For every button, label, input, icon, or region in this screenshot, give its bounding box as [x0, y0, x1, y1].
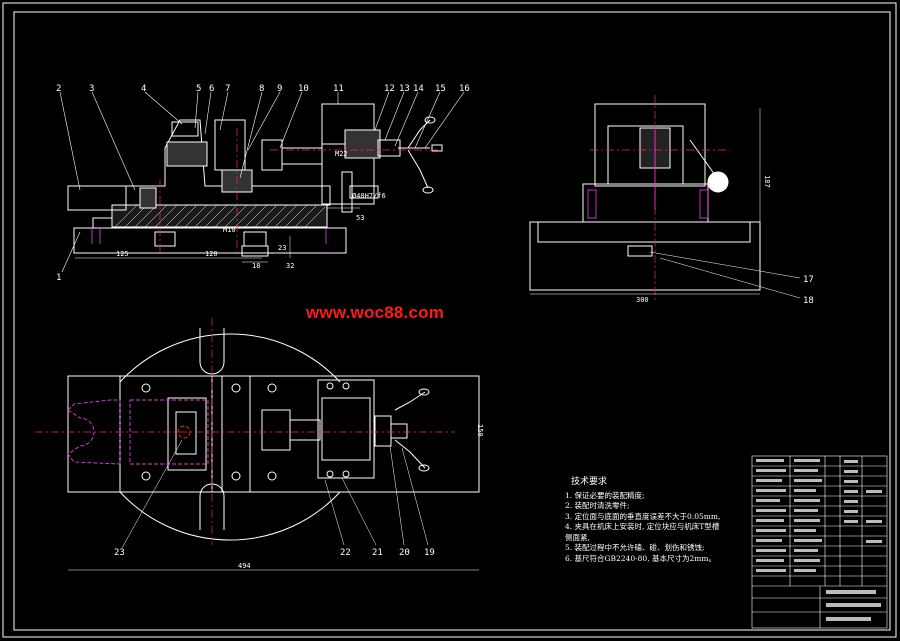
- part-label: 15: [435, 84, 446, 94]
- knob: [707, 171, 729, 193]
- watermark-text: www.woc88.com: [306, 303, 445, 322]
- part-label: 7: [225, 84, 230, 94]
- part-label: 1: [56, 273, 61, 283]
- part-label: 21: [372, 548, 383, 558]
- part-label: 23: [114, 548, 125, 558]
- dim-53: 53: [356, 214, 364, 222]
- dim-150: 150: [476, 424, 484, 437]
- side-view: [529, 103, 761, 291]
- dim-m22: M22: [335, 150, 348, 158]
- tech-req-item: 1. 保证必要的装配精度;: [565, 490, 645, 500]
- dim-125: 125: [116, 250, 129, 258]
- part-label: 22: [340, 548, 351, 558]
- title-block: [751, 455, 888, 629]
- part-label: 8: [259, 84, 264, 94]
- dim-18: 18: [252, 262, 260, 270]
- dim-187: 187: [763, 175, 771, 188]
- part-label: 20: [399, 548, 410, 558]
- part-label: 5: [196, 84, 201, 94]
- dim-23: 23: [278, 244, 286, 252]
- technical-requirements: 技术要求 1. 保证必要的装配精度; 2. 装配时清洗零件; 3. 定位面与底面…: [565, 477, 755, 564]
- tech-req-item: 5. 装配过程中不允许磕、碰、划伤和锈蚀;: [565, 543, 705, 552]
- dim-300: 300: [636, 296, 649, 304]
- part-label: 17: [803, 275, 814, 285]
- dim-494: 494: [238, 562, 251, 570]
- part-label: 6: [209, 84, 214, 94]
- part-label: 18: [803, 296, 814, 306]
- tech-req-item: 2. 装配时清洗零件;: [565, 501, 630, 510]
- dim-32: 32: [286, 262, 294, 270]
- dim-120: 120: [205, 250, 218, 258]
- part-label: 13: [399, 84, 410, 94]
- part-label: 11: [333, 84, 344, 94]
- tech-req-title: 技术要求: [571, 477, 608, 487]
- part-label: 9: [277, 84, 282, 94]
- turntable-arc: [119, 333, 341, 383]
- dim-fit: Ø40H7/f6: [352, 192, 386, 200]
- part-label: 19: [424, 548, 435, 558]
- part-label: 14: [413, 84, 424, 94]
- dim-m10: M10: [223, 226, 236, 234]
- part-label: 16: [459, 84, 470, 94]
- tech-req-item: 侧面紧,: [565, 532, 590, 542]
- part-label: 10: [298, 84, 309, 94]
- jaw-block: [166, 141, 208, 167]
- tech-req-item: 6. 基尺符合GB2240-80, 基本尺寸为2mm。: [565, 553, 716, 563]
- part-label: 12: [384, 84, 395, 94]
- part-label: 3: [89, 84, 94, 94]
- front-section-view: [67, 103, 443, 257]
- tech-req-item: 3. 定位面与底面的垂直度误差不大于0.05mm,: [565, 511, 721, 521]
- inner-frame: [13, 11, 891, 631]
- tech-req-item: 4. 夹具在机床上安装时, 定位块应与机床T型槽: [565, 522, 720, 531]
- part-label: 2: [56, 84, 61, 94]
- part-label: 4: [141, 84, 146, 94]
